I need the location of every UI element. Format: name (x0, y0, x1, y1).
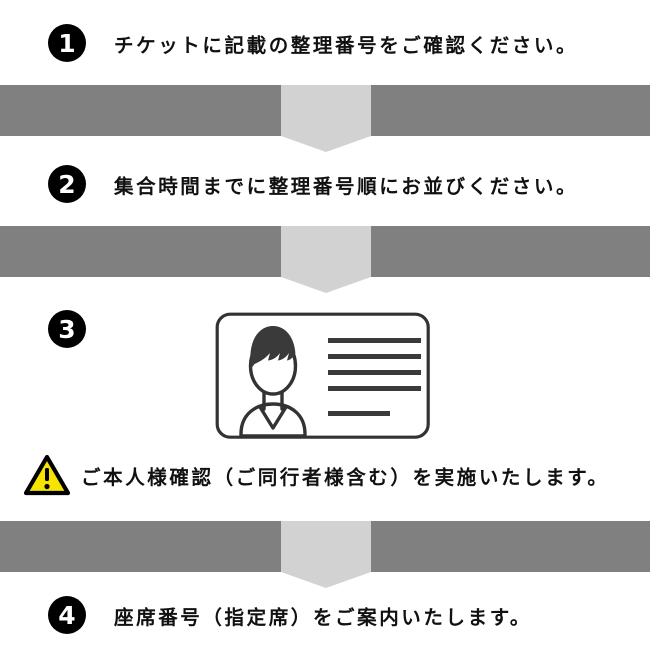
divider-arrow-2 (0, 226, 650, 293)
step-number-2: 2 (58, 169, 76, 199)
step-number-4: 4 (58, 600, 76, 630)
step-text-2: 集合時間までに整理番号順にお並びください。 (114, 174, 579, 198)
step-number-1: 1 (58, 28, 76, 58)
id-card-line-5 (328, 411, 390, 416)
warning-text: ご本人様確認（ご同行者様含む）を実施いたします。 (79, 461, 610, 491)
divider-arrow-1 (0, 85, 650, 152)
step-number-3: 3 (58, 314, 76, 344)
id-card-line-3 (328, 370, 421, 375)
warning-exclamation-bar (45, 468, 49, 481)
step-number-badge-1: 1 (48, 24, 86, 62)
warning-triangle-svg (23, 454, 71, 496)
divider-tab-2 (281, 226, 371, 277)
person-hair (250, 326, 296, 370)
id-card-line-1 (328, 338, 421, 343)
divider-arrow-point-2 (281, 277, 371, 293)
id-card-illustration (215, 312, 431, 440)
step-text-1: チケットに記載の整理番号をご確認ください。 (114, 33, 579, 57)
divider-arrow-point-1 (281, 136, 371, 152)
step-number-badge-4: 4 (48, 596, 86, 634)
warning-row: ご本人様確認（ご同行者様含む）を実施いたします。 (0, 452, 650, 498)
step-row-4: 4 座席番号（指定席）をご案内いたします。 (0, 596, 650, 634)
id-card-line-4 (328, 386, 421, 391)
divider-arrow-3 (0, 521, 650, 588)
warning-rest-text: を実施いたします。 (412, 465, 610, 489)
step-row-3: 3 (0, 310, 650, 348)
divider-tab-1 (281, 85, 371, 136)
id-card-svg (215, 312, 430, 439)
person-collar (258, 405, 288, 430)
warning-triangle-icon (23, 454, 71, 496)
step-number-badge-3: 3 (48, 310, 86, 348)
step-row-2: 2 集合時間までに整理番号順にお並びください。 (0, 165, 650, 203)
divider-arrow-point-3 (281, 572, 371, 588)
step-text-4: 座席番号（指定席）をご案内いたします。 (114, 605, 532, 629)
step-row-1: 1 チケットに記載の整理番号をご確認ください。 (0, 24, 650, 62)
step-number-badge-2: 2 (48, 165, 86, 203)
id-card-line-2 (328, 354, 421, 359)
warning-highlighted-text: ご本人様確認（ご同行者様含む） (79, 461, 415, 491)
divider-tab-3 (281, 521, 371, 572)
warning-exclamation-dot (44, 483, 50, 490)
person-shoulders (239, 402, 307, 438)
